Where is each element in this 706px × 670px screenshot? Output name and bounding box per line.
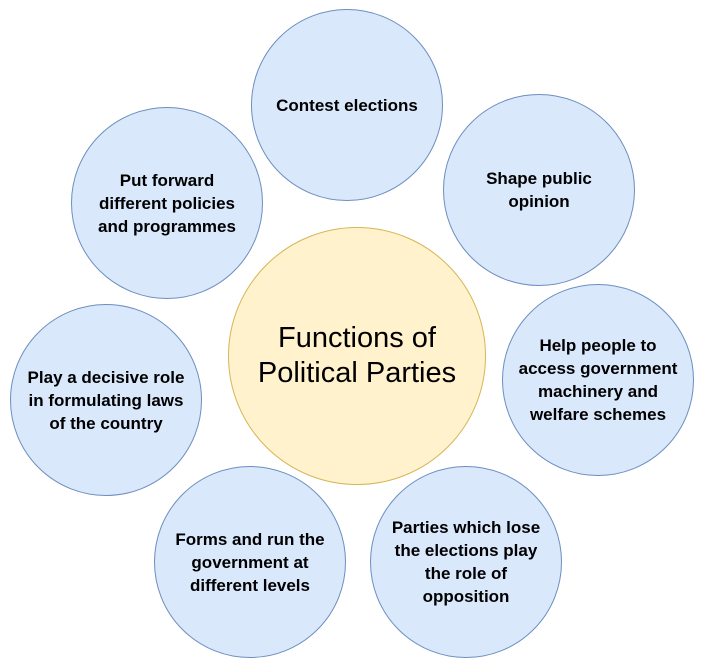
function-circle-shape-opinion: Shape public opinion — [443, 94, 635, 286]
function-circle-policies: Put forward different policies and progr… — [71, 107, 263, 299]
function-label-contest-elections: Contest elections — [276, 95, 418, 115]
function-label-shape-opinion: Shape public opinion — [486, 169, 592, 211]
function-circle-formulate-laws: Play a decisive role in formulating laws… — [10, 304, 202, 496]
central-topic-line-1: Functions of — [278, 322, 436, 354]
central-topic-circle: Functions of Political Parties — [228, 227, 486, 485]
central-topic-label: Functions of Political Parties — [248, 321, 466, 391]
central-topic-line-2: Political Parties — [257, 357, 457, 389]
function-label-form-government: Forms and run the government at differen… — [175, 529, 325, 595]
function-circle-opposition: Parties which lose the elections play th… — [370, 466, 562, 658]
function-circle-form-government: Forms and run the government at differen… — [154, 466, 346, 658]
function-label-opposition: Parties which lose the elections play th… — [391, 518, 541, 606]
function-circle-access-government: Help people to access government machine… — [502, 284, 694, 476]
function-label-access-government: Help people to access government machine… — [518, 336, 678, 424]
function-circle-contest-elections: Contest elections — [251, 9, 443, 201]
function-label-policies: Put forward different policies and progr… — [98, 170, 236, 236]
function-label-formulate-laws: Play a decisive role in formulating laws… — [27, 367, 185, 433]
